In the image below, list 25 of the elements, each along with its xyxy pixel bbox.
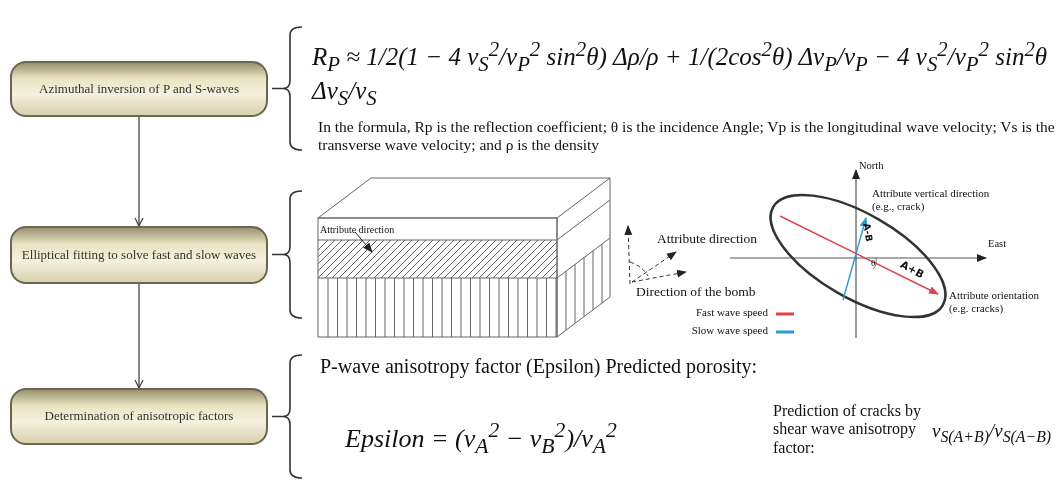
- process-box: [10, 226, 268, 284]
- process-box: [10, 388, 268, 445]
- process-box: [10, 61, 268, 117]
- vector-label: A+B: [898, 257, 927, 281]
- attribute-label: Attribute orientation (e.g. cracks): [949, 289, 1041, 315]
- arrow: [134, 283, 144, 389]
- legend-label: Fast wave speed: [695, 306, 768, 319]
- arrow: [134, 116, 144, 227]
- formula: R$_{P}$ ≈ 1/2(1 − 4 v$_{S}$$^{2}$/v$_{P}$$^{2}$ sin$^{2}$θ) Δρ/ρ + 1/(2cos$^{2}$θ) Δv$_{P}$/v$_{P}$ − 4 v$_{S}$$^{2}$/v$_{P}$$^{2}$ sin$^{2}$θ Δv$_{S}$/v$_{S}$: [312, 38, 1049, 112]
- angle-label: θ: [871, 258, 876, 269]
- attribute-label: Attribute direction: [320, 224, 395, 236]
- section-heading: P-wave anisotropy factor (Epsilon) Predicted porosity:: [320, 355, 758, 378]
- box-label: Determination of anisotropic factors: [44, 409, 234, 424]
- formula-note: Prediction of cracks by shear wave anisotropy factor:: [773, 402, 922, 458]
- attribute-label: Attribute direction: [657, 231, 758, 247]
- axis-label: East: [988, 238, 1007, 251]
- axis-label: North: [859, 160, 884, 173]
- box-label: Azimuthal inversion of P and S-waves: [39, 81, 239, 97]
- formula-note: In the formula, Rp is the reflection coefficient; θ is the incidence Angle; Vp is the longitudinal wave velocity; Vs is the transverse wave velocity; and ρ is the density: [318, 118, 1056, 154]
- formula: v$_{S(A+B)}$/v$_{S(A−B)}$: [932, 420, 1052, 446]
- direction-label: Direction of the bomb: [636, 284, 756, 300]
- attribute-label: Attribute vertical direction (e.g., crack): [872, 187, 991, 213]
- vector-label: A-B: [860, 222, 875, 243]
- box-label: Elliptical fitting to solve fast and slow waves: [21, 247, 257, 263]
- legend-label: Slow wave speed: [691, 324, 768, 337]
